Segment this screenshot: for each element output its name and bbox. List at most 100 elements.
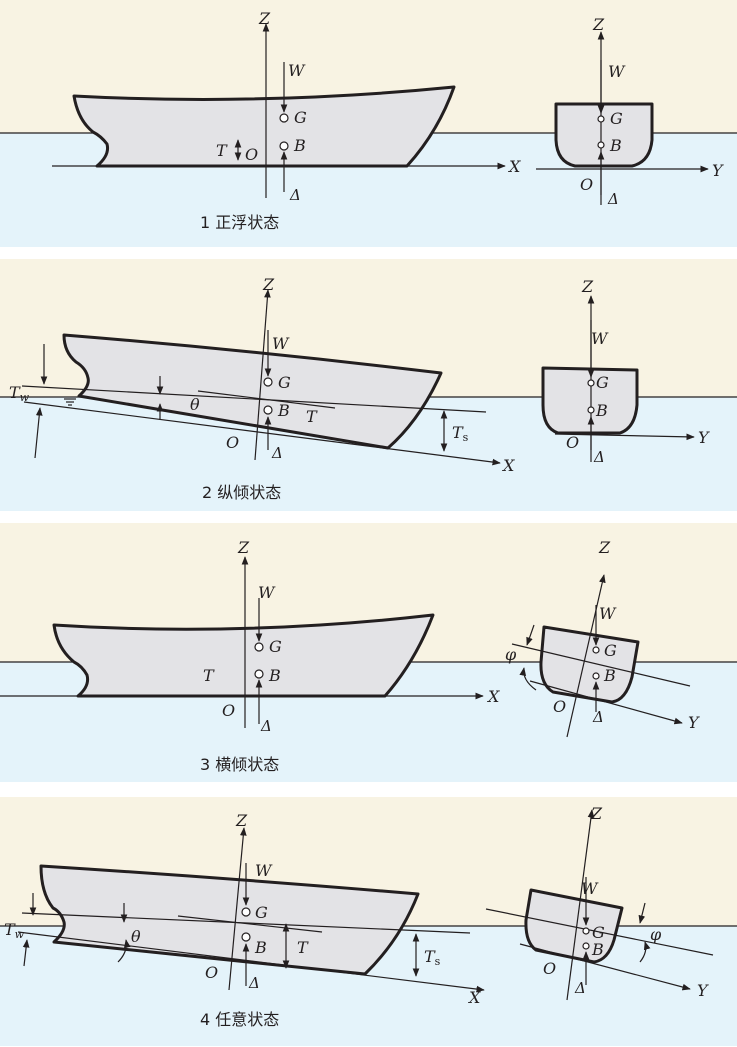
x-label: X xyxy=(486,687,500,706)
o-label-end: O xyxy=(566,433,579,452)
delta-label-end: Δ xyxy=(574,979,586,997)
b-label-end: B xyxy=(603,666,616,685)
b-label: B xyxy=(277,401,290,420)
w-label-end: W xyxy=(591,329,609,348)
tw-arrow-bottom xyxy=(22,939,30,967)
t-label: T xyxy=(297,938,309,957)
z-axis-end xyxy=(566,574,606,738)
center-of-gravity-marker-end xyxy=(597,115,605,123)
g-label: G xyxy=(269,637,282,656)
panel-heel: Z W G B T O Δ X Z W G B φ O Δ Y 3 横倾状态 xyxy=(0,523,737,782)
w-label-end: W xyxy=(599,604,617,623)
inclined-waterline xyxy=(485,908,714,956)
hull-side-view xyxy=(52,613,435,698)
b-label: B xyxy=(293,136,306,155)
trim-reference-line xyxy=(197,390,336,409)
o-label-end: O xyxy=(553,697,566,716)
caption-arbitrary: 4 任意状态 xyxy=(200,1010,279,1029)
center-of-gravity-marker xyxy=(254,642,264,652)
phi-arrow-top xyxy=(526,624,535,646)
center-of-gravity-marker-end xyxy=(582,927,590,935)
y-label: Y xyxy=(697,981,709,1000)
o-label: O xyxy=(245,145,258,164)
theta-arc xyxy=(117,939,131,963)
y-axis xyxy=(519,943,691,991)
t-label: T xyxy=(306,407,318,426)
y-label: Y xyxy=(688,713,700,732)
g-label-end: G xyxy=(604,641,617,660)
g-label-end: G xyxy=(592,923,605,942)
ts-label: Ts xyxy=(424,947,441,968)
z-axis-end xyxy=(566,809,595,1001)
delta-label-end: Δ xyxy=(592,708,604,726)
y-label: Y xyxy=(698,428,710,447)
z-label-end: Z xyxy=(581,277,594,296)
z-label-end: Z xyxy=(592,15,605,34)
t-label: T xyxy=(203,666,215,685)
b-label: B xyxy=(268,666,281,685)
panel-upright: Z W G B T O Δ X Z W G B O Δ Y 1 正浮状态 xyxy=(0,0,737,247)
y-axis xyxy=(554,433,695,441)
y-axis xyxy=(529,680,683,725)
g-label-end: G xyxy=(596,373,609,392)
b-label-end: B xyxy=(595,401,608,420)
z-label: Z xyxy=(237,538,250,557)
center-of-buoyancy-marker-end xyxy=(592,672,600,680)
delta-label-end: Δ xyxy=(607,190,619,208)
center-of-buoyancy-marker-end xyxy=(587,406,595,414)
g-label: G xyxy=(278,373,291,392)
phi-arrow-top xyxy=(638,902,646,924)
caption-trim: 2 纵倾状态 xyxy=(202,483,281,502)
hull-end-view xyxy=(524,888,624,964)
phi-arc xyxy=(519,667,537,691)
o-label: O xyxy=(205,963,218,982)
o-label-end: O xyxy=(580,175,593,194)
center-of-buoyancy-marker xyxy=(263,405,273,415)
theta-label: θ xyxy=(131,927,141,946)
delta-label: Δ xyxy=(248,974,260,992)
keel-line xyxy=(17,931,485,993)
z-label: Z xyxy=(235,811,248,830)
delta-label: Δ xyxy=(271,444,283,462)
caption-upright: 1 正浮状态 xyxy=(200,213,279,232)
phi-label: φ xyxy=(650,925,662,944)
tw-label: Tw xyxy=(9,383,30,404)
center-of-gravity-marker-end xyxy=(592,646,600,654)
hull-end-view xyxy=(554,102,654,168)
b-label-end: B xyxy=(609,136,622,155)
w-label-end: W xyxy=(608,62,626,81)
center-of-gravity-marker xyxy=(263,377,273,387)
y-label: Y xyxy=(712,161,724,180)
w-label-end: W xyxy=(581,879,599,898)
center-of-gravity-marker xyxy=(279,113,289,123)
center-of-buoyancy-marker-end xyxy=(582,942,590,950)
trim-reference-line xyxy=(177,915,323,933)
o-label: O xyxy=(226,433,239,452)
hull-side-view xyxy=(62,333,443,450)
x-label: X xyxy=(507,157,521,176)
keel-line xyxy=(23,401,501,466)
hull-end-view xyxy=(541,366,639,435)
tw-arrow-bottom xyxy=(34,407,43,459)
ts-label: Ts xyxy=(452,423,469,444)
w-label: W xyxy=(258,583,276,602)
g-label: G xyxy=(255,903,268,922)
o-label-end: O xyxy=(543,959,556,978)
panel-arbitrary: Z W G B T θ O Δ X Tw Ts Z W G B φ O Δ Y … xyxy=(0,797,737,1046)
z-label-end: Z xyxy=(590,804,603,823)
tw-label: Tw xyxy=(4,920,25,941)
b-label-end: B xyxy=(591,940,604,959)
w-label: W xyxy=(272,334,290,353)
phi-label: φ xyxy=(505,645,517,664)
inclined-waterline xyxy=(511,643,691,687)
t-label: T xyxy=(216,141,228,160)
x-label: X xyxy=(467,988,481,1007)
center-of-gravity-marker xyxy=(241,907,251,917)
delta-label: Δ xyxy=(260,717,272,735)
center-of-buoyancy-marker-end xyxy=(597,141,605,149)
caption-heel: 3 横倾状态 xyxy=(200,755,279,774)
hull-end-view xyxy=(539,625,640,704)
delta-label-end: Δ xyxy=(593,448,605,466)
center-of-gravity-marker-end xyxy=(587,379,595,387)
